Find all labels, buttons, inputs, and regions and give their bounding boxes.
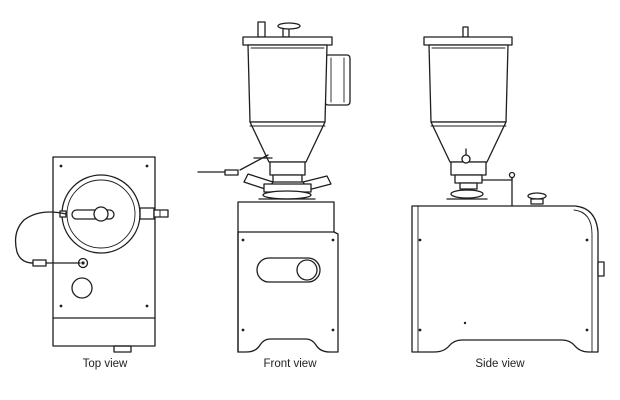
side-view-valve xyxy=(454,174,483,184)
screw-icon xyxy=(241,328,245,332)
side-view-caption: Side view xyxy=(475,358,525,370)
screw-icon xyxy=(145,304,149,308)
screw-icon xyxy=(585,328,589,332)
front-view-sensor-probe xyxy=(239,154,269,171)
top-view-sensor-cable xyxy=(14,211,67,264)
top-view-control-knob xyxy=(71,277,93,299)
side-view-hopper-neck xyxy=(450,161,487,176)
front-view-hopper-neck xyxy=(269,161,306,176)
screw-icon xyxy=(331,238,335,242)
screw-icon xyxy=(331,328,335,332)
side-view-hopper-cylinder xyxy=(428,44,509,123)
top-view-side-handle xyxy=(139,207,155,220)
side-view-base xyxy=(411,205,599,353)
top-view-body xyxy=(52,156,156,347)
side-view-valve-body xyxy=(459,182,478,190)
front-view-hopper-cone xyxy=(249,121,326,163)
front-view-window xyxy=(256,257,321,283)
top-view-drawing xyxy=(14,156,169,353)
front-view-caption: Front view xyxy=(263,358,317,370)
top-view-sensor-port xyxy=(77,257,89,269)
side-view-sensor xyxy=(461,154,471,164)
screw-icon xyxy=(418,238,422,242)
front-view-outlet-ring xyxy=(262,190,312,200)
side-view-lid-knob xyxy=(462,26,469,38)
top-view-hopper-lid-inner xyxy=(66,179,136,249)
top-view-caption: Top view xyxy=(82,358,128,370)
front-view-base xyxy=(237,201,339,353)
top-view-foot xyxy=(113,345,132,353)
front-view-hopper-cylinder xyxy=(247,44,328,123)
side-view-hopper-lid xyxy=(423,36,513,46)
front-view-vent-tube xyxy=(257,21,266,38)
front-view-hopper-collar xyxy=(272,174,303,183)
top-view-side-handle-grip xyxy=(153,209,169,218)
side-view-drawing xyxy=(411,26,605,353)
front-view-side-handle xyxy=(324,54,351,106)
front-view-window-knob xyxy=(296,259,318,281)
screw-icon xyxy=(59,164,63,168)
screw-icon xyxy=(463,321,467,325)
side-view-hopper-cone xyxy=(430,121,507,163)
screw-icon xyxy=(418,328,422,332)
front-view-hopper-lid xyxy=(242,36,333,46)
side-view-top-cap xyxy=(527,192,547,200)
top-view-lid-knob xyxy=(93,206,109,222)
screw-icon xyxy=(59,304,63,308)
front-view-sensor-connector xyxy=(224,169,239,176)
screw-icon xyxy=(145,164,149,168)
front-view-lid-knob xyxy=(277,22,301,30)
screw-icon xyxy=(585,238,589,242)
side-view-outlet-ring xyxy=(450,189,484,199)
side-view-side-port xyxy=(597,261,605,277)
screw-icon xyxy=(241,238,245,242)
front-view-drawing xyxy=(197,21,351,353)
side-view-lever-arm xyxy=(481,174,513,181)
top-view-cable-connector xyxy=(32,259,47,267)
